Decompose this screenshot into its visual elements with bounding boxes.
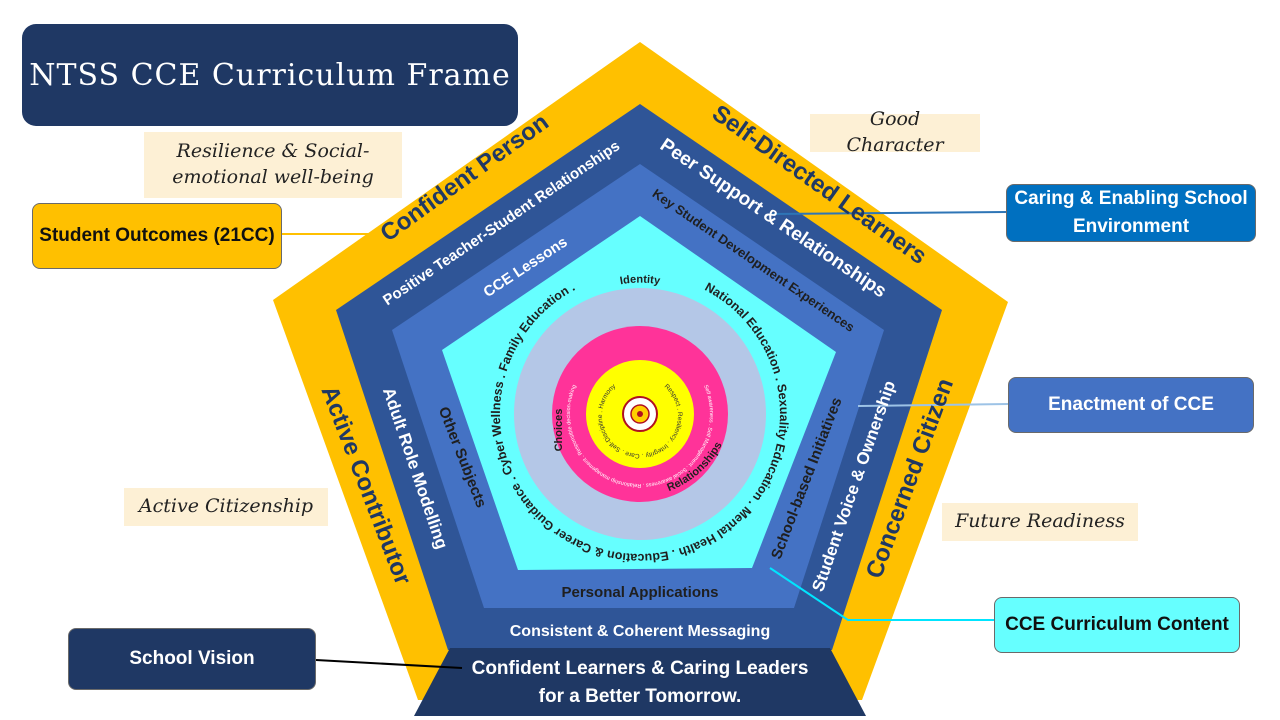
vision-line2: for a Better Tomorrow. <box>539 686 742 707</box>
vision-line1: Confident Learners & Caring Leaders <box>472 658 809 679</box>
environment-connector <box>771 211 1007 215</box>
content-choices: Choices <box>553 409 565 452</box>
vision-connector <box>315 659 463 669</box>
env-messaging: Consistent & Coherent Messaging <box>510 623 770 640</box>
callout-curriculum-content: CCE Curriculum Content <box>994 597 1240 653</box>
page-title: NTSS CCE Curriculum Frame <box>22 24 518 126</box>
callout-student-outcomes: Student Outcomes (21CC) <box>32 203 282 269</box>
note-future-readiness: Future Readiness <box>942 503 1138 541</box>
callout-school-vision: School Vision <box>68 628 316 690</box>
callout-caring-environment: Caring & Enabling School Environment <box>1006 184 1256 242</box>
svg-text:Identity: Identity <box>619 274 662 288</box>
svg-text:Choices: Choices <box>553 409 565 452</box>
content-connector <box>769 567 994 621</box>
school-crest-icon <box>622 396 658 432</box>
note-active-citizenship: Active Citizenship <box>124 488 328 526</box>
content-identity: Identity <box>619 274 662 288</box>
enactment-connector <box>857 403 1009 407</box>
note-good-character: Good Character <box>810 108 980 156</box>
callout-enactment: Enactment of CCE <box>1008 377 1254 433</box>
note-resilience: Resilience & Social-emotional well-being <box>144 132 402 198</box>
vision-banner <box>414 648 866 716</box>
enact-personal-applications: Personal Applications <box>562 584 719 601</box>
